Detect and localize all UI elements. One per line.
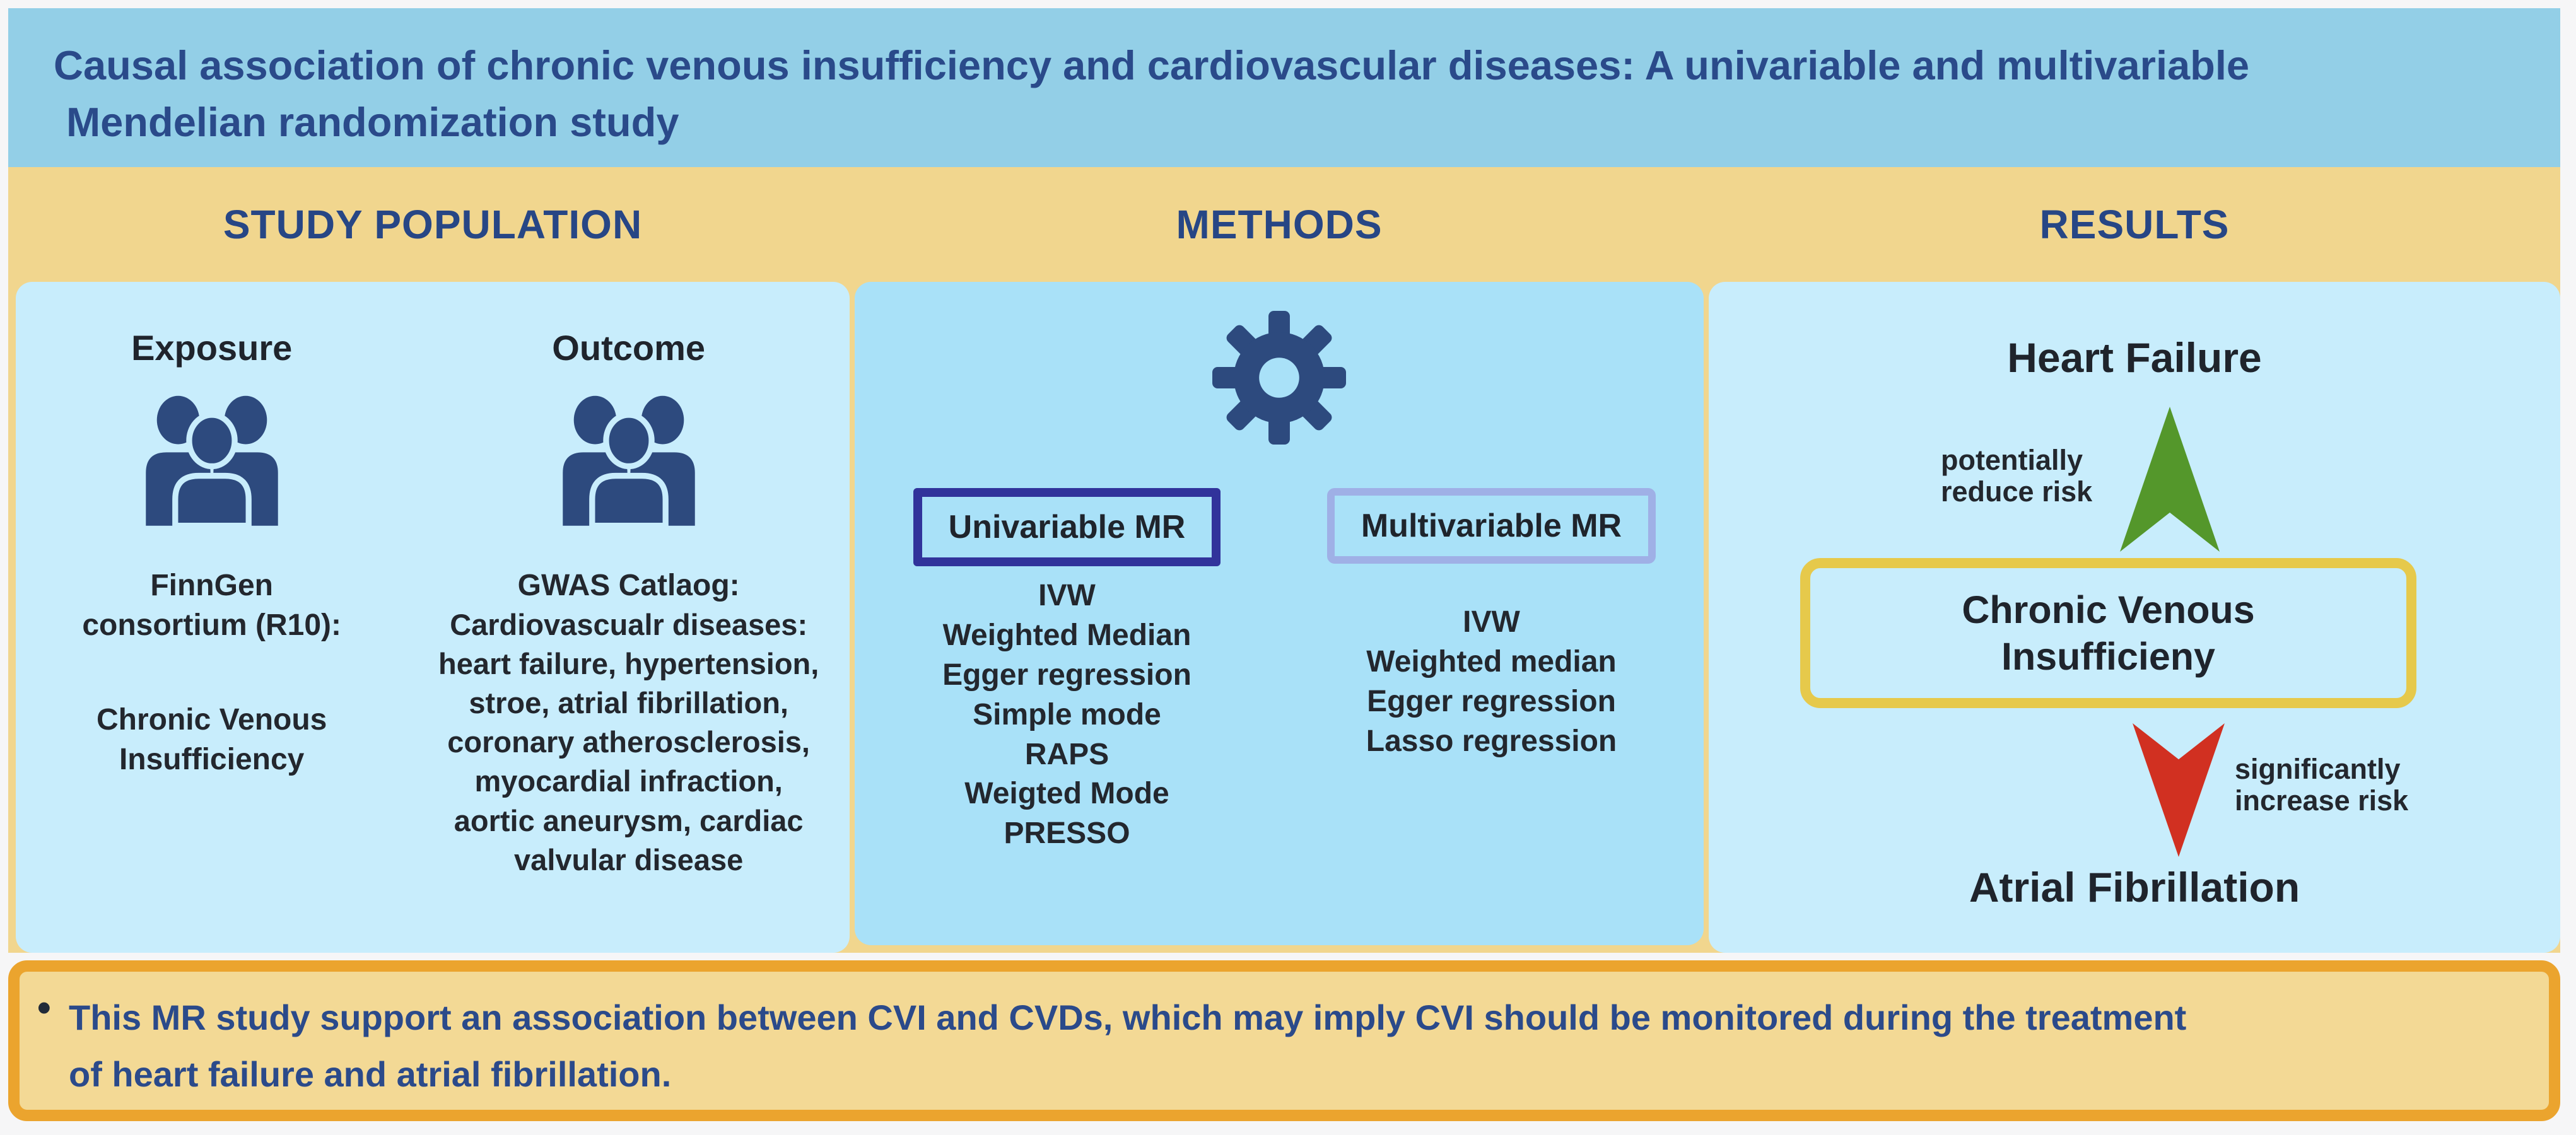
page-title-line-1: Causal association of chronic venous ins… [54,42,2250,88]
outcome-disease-line: myocardial infraction, [474,764,783,798]
study-population-panel: Exposure [16,282,850,953]
red-down-arrow-icon [2133,723,2225,857]
conclusion-line: This MR study support an association bet… [69,998,2187,1037]
down-arrow-note-line: significantly [2235,753,2401,785]
exposure-trait-line: Insufficiency [119,743,305,777]
cvi-box-line: Chronic Venous [1962,588,2255,631]
exposure-source-line: FinnGen [150,569,273,602]
result-heart-failure: Heart Failure [2007,334,2262,381]
univariable-method-list: IVW Weighted Median Egger regression Sim… [942,576,1191,854]
conclusion-box: • This MR study support an association b… [8,960,2560,1121]
outcome-column: Outcome GW [407,282,850,953]
conclusion-line: of heart failure and atrial fibrillation… [69,1054,672,1094]
exposure-heading: Exposure [131,328,293,368]
exposure-source-line: consortium (R10): [82,608,342,643]
univariable-method: Weigted Mode [964,777,1169,811]
multivariable-method: Weighted median [1366,644,1617,678]
multivariable-column: Multivariable MR IVW Weighted median Egg… [1279,488,1704,854]
multivariable-method-list: IVW Weighted median Egger regression Las… [1366,603,1617,762]
outcome-heading: Outcome [552,328,705,368]
chronic-venous-insufficiency-box: Chronic Venous Insufficieny [1800,558,2416,708]
univariable-method: Simple mode [973,697,1161,731]
header-methods: METHODS [1176,202,1383,247]
outcome-disease-line: valvular disease [514,842,744,876]
univariable-column: Univariable MR IVW Weighted Median Egger… [855,488,1279,854]
methods-panel: Univariable MR IVW Weighted Median Egger… [855,282,1704,945]
univariable-method: RAPS [1024,737,1109,771]
down-arrow-note-line: increase risk [2235,784,2409,817]
up-arrow-note-line: reduce risk [1941,475,2093,508]
univariable-method: Weighted Median [942,618,1191,652]
gear-icon [1212,311,1346,448]
multivariable-method: Lasso regression [1366,724,1617,758]
main-content-row: Exposure [8,282,2560,953]
univariable-mr-box: Univariable MR [913,488,1221,566]
header-study-population: STUDY POPULATION [223,202,643,247]
exposure-column: Exposure [16,282,407,953]
exposure-source: FinnGen consortium (R10): [82,566,341,646]
up-arrow-note: potentially reduce risk [1941,444,2093,508]
people-group-icon [131,385,293,529]
univariable-method: PRESSO [1004,817,1130,851]
row-spacer [8,953,2560,960]
green-up-arrow-icon [2120,407,2220,552]
section-header-band: STUDY POPULATION METHODS RESULTS [8,167,2560,282]
outcome-disease-line: heart failure, hypertension, [438,647,819,681]
outcome-disease-line: stroe, atrial fibrillation, [469,686,788,720]
outcome-source: GWAS Catlaog: [517,569,740,602]
multivariable-mr-box: Multivariable MR [1326,488,1656,564]
results-panel: Heart Failure potentially reduce risk Ch… [1709,282,2560,953]
result-atrial-fibrillation: Atrial Fibrillation [1969,864,2300,911]
title-band: Causal association of chronic venous ins… [8,8,2560,167]
exposure-trait-line: Chronic Venous [96,702,327,736]
outcome-disease-list: Cardiovascualr diseases: heart failure, … [438,605,819,879]
multivariable-method: IVW [1463,605,1520,639]
bullet-point: • [37,986,51,1030]
down-arrow-note: significantly increase risk [2235,753,2409,817]
multivariable-method: Egger regression [1367,684,1616,718]
abstract-frame: Causal association of chronic venous ins… [8,8,2560,1121]
outcome-disease-line: coronary atherosclerosis, [447,725,810,759]
header-results: RESULTS [2039,202,2230,247]
conclusion-text: This MR study support an association bet… [20,972,2549,1102]
outcome-disease-line: Cardiovascualr diseases: [450,608,808,642]
methods-columns: Univariable MR IVW Weighted Median Egger… [855,488,1704,854]
people-group-icon [548,385,710,529]
page-title-line-2: Mendelian randomization study [66,98,679,145]
univariable-method: IVW [1038,579,1096,612]
exposure-trait: Chronic Venous Insufficiency [97,700,327,780]
up-arrow-note-line: potentially [1941,444,2083,476]
cvi-box-line: Insufficieny [2001,635,2215,678]
outcome-disease-line: aortic aneurysm, cardiac [454,803,804,837]
univariable-method: Egger regression [942,658,1191,692]
